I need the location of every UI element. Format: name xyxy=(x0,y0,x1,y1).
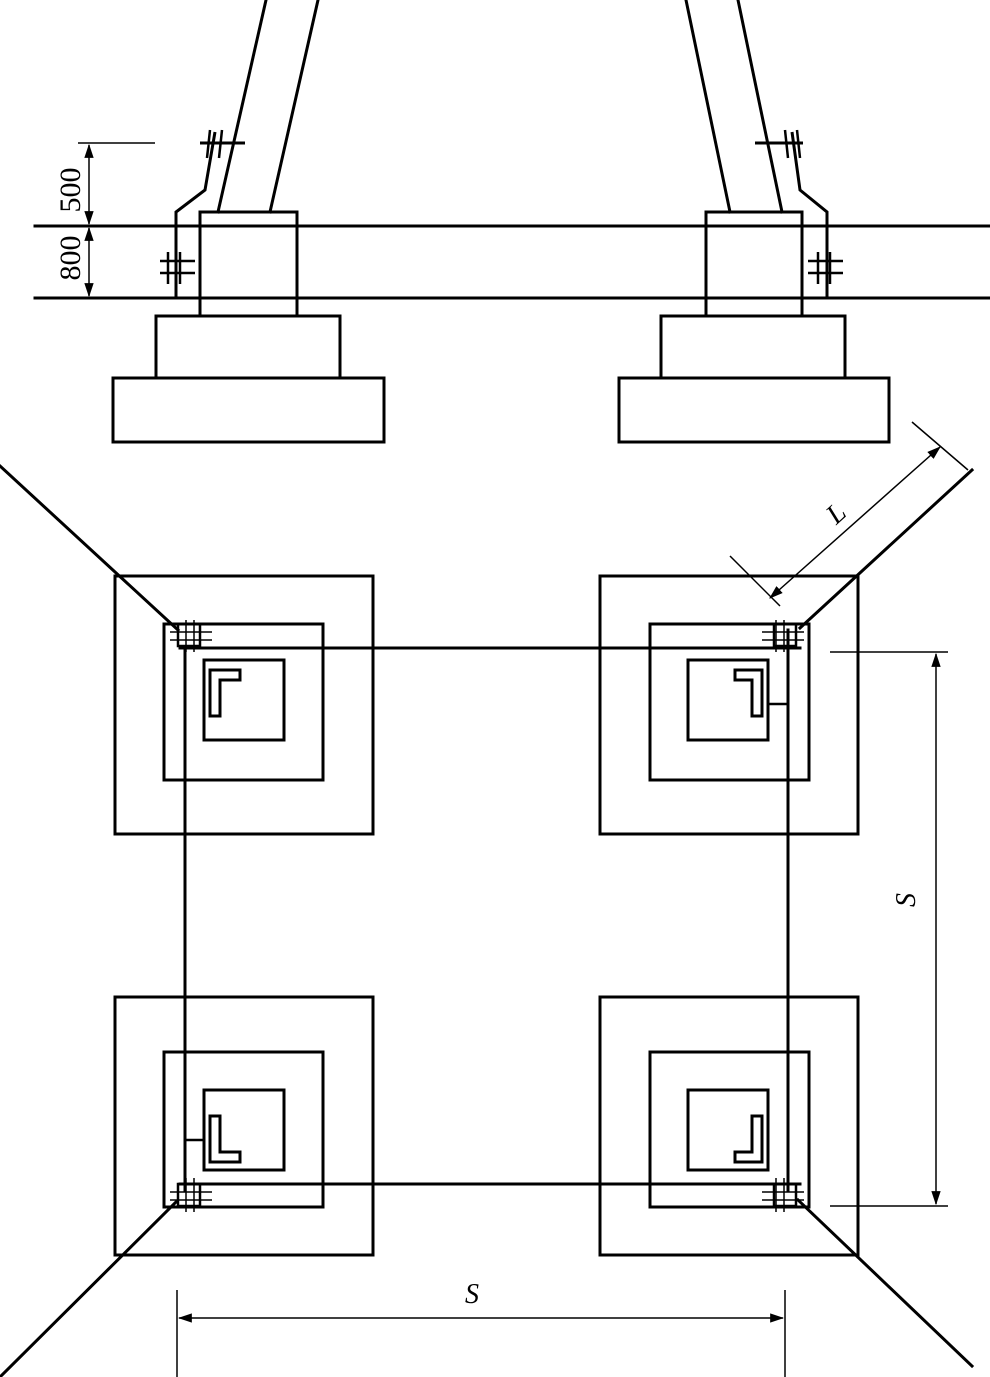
right-foundation-column xyxy=(704,210,804,318)
foundation-bottom-right xyxy=(598,995,860,1257)
right-tower-leg xyxy=(617,0,891,444)
dimension-800-label: 800 xyxy=(54,236,87,281)
dimension-l: L xyxy=(729,421,969,607)
foundation-top-left xyxy=(113,574,375,836)
left-tower-leg xyxy=(111,0,386,444)
left-foundation-base xyxy=(111,376,386,444)
dimension-s-horizontal: S xyxy=(176,1279,786,1377)
foundation-bottom-left xyxy=(113,995,375,1257)
clamp-bottom-right xyxy=(762,1178,804,1212)
elevation-dimensions: 500 800 xyxy=(54,142,155,298)
connection-clamps xyxy=(170,620,804,1212)
dimension-500-label: 500 xyxy=(54,168,87,213)
dimension-s-horizontal-label: S xyxy=(465,1279,479,1310)
grounding-ring xyxy=(178,628,802,1192)
right-foundation-base xyxy=(617,376,891,444)
plan-view: L S S xyxy=(0,421,975,1377)
dimension-s-vertical-label: S xyxy=(891,893,922,907)
foundation-top-right xyxy=(598,574,860,836)
left-foundation-column xyxy=(198,210,299,318)
right-foundation-step xyxy=(659,314,847,380)
radial-grounding-rods xyxy=(0,463,975,1377)
clamp-top-right xyxy=(762,620,804,652)
dimension-l-label: L xyxy=(819,497,852,531)
clamp-bottom-left xyxy=(170,1178,212,1212)
clamp-top-left xyxy=(170,620,212,652)
dimension-s-vertical: S xyxy=(830,651,948,1207)
left-foundation-step xyxy=(154,314,342,380)
elevation-view: 500 800 xyxy=(33,0,990,444)
